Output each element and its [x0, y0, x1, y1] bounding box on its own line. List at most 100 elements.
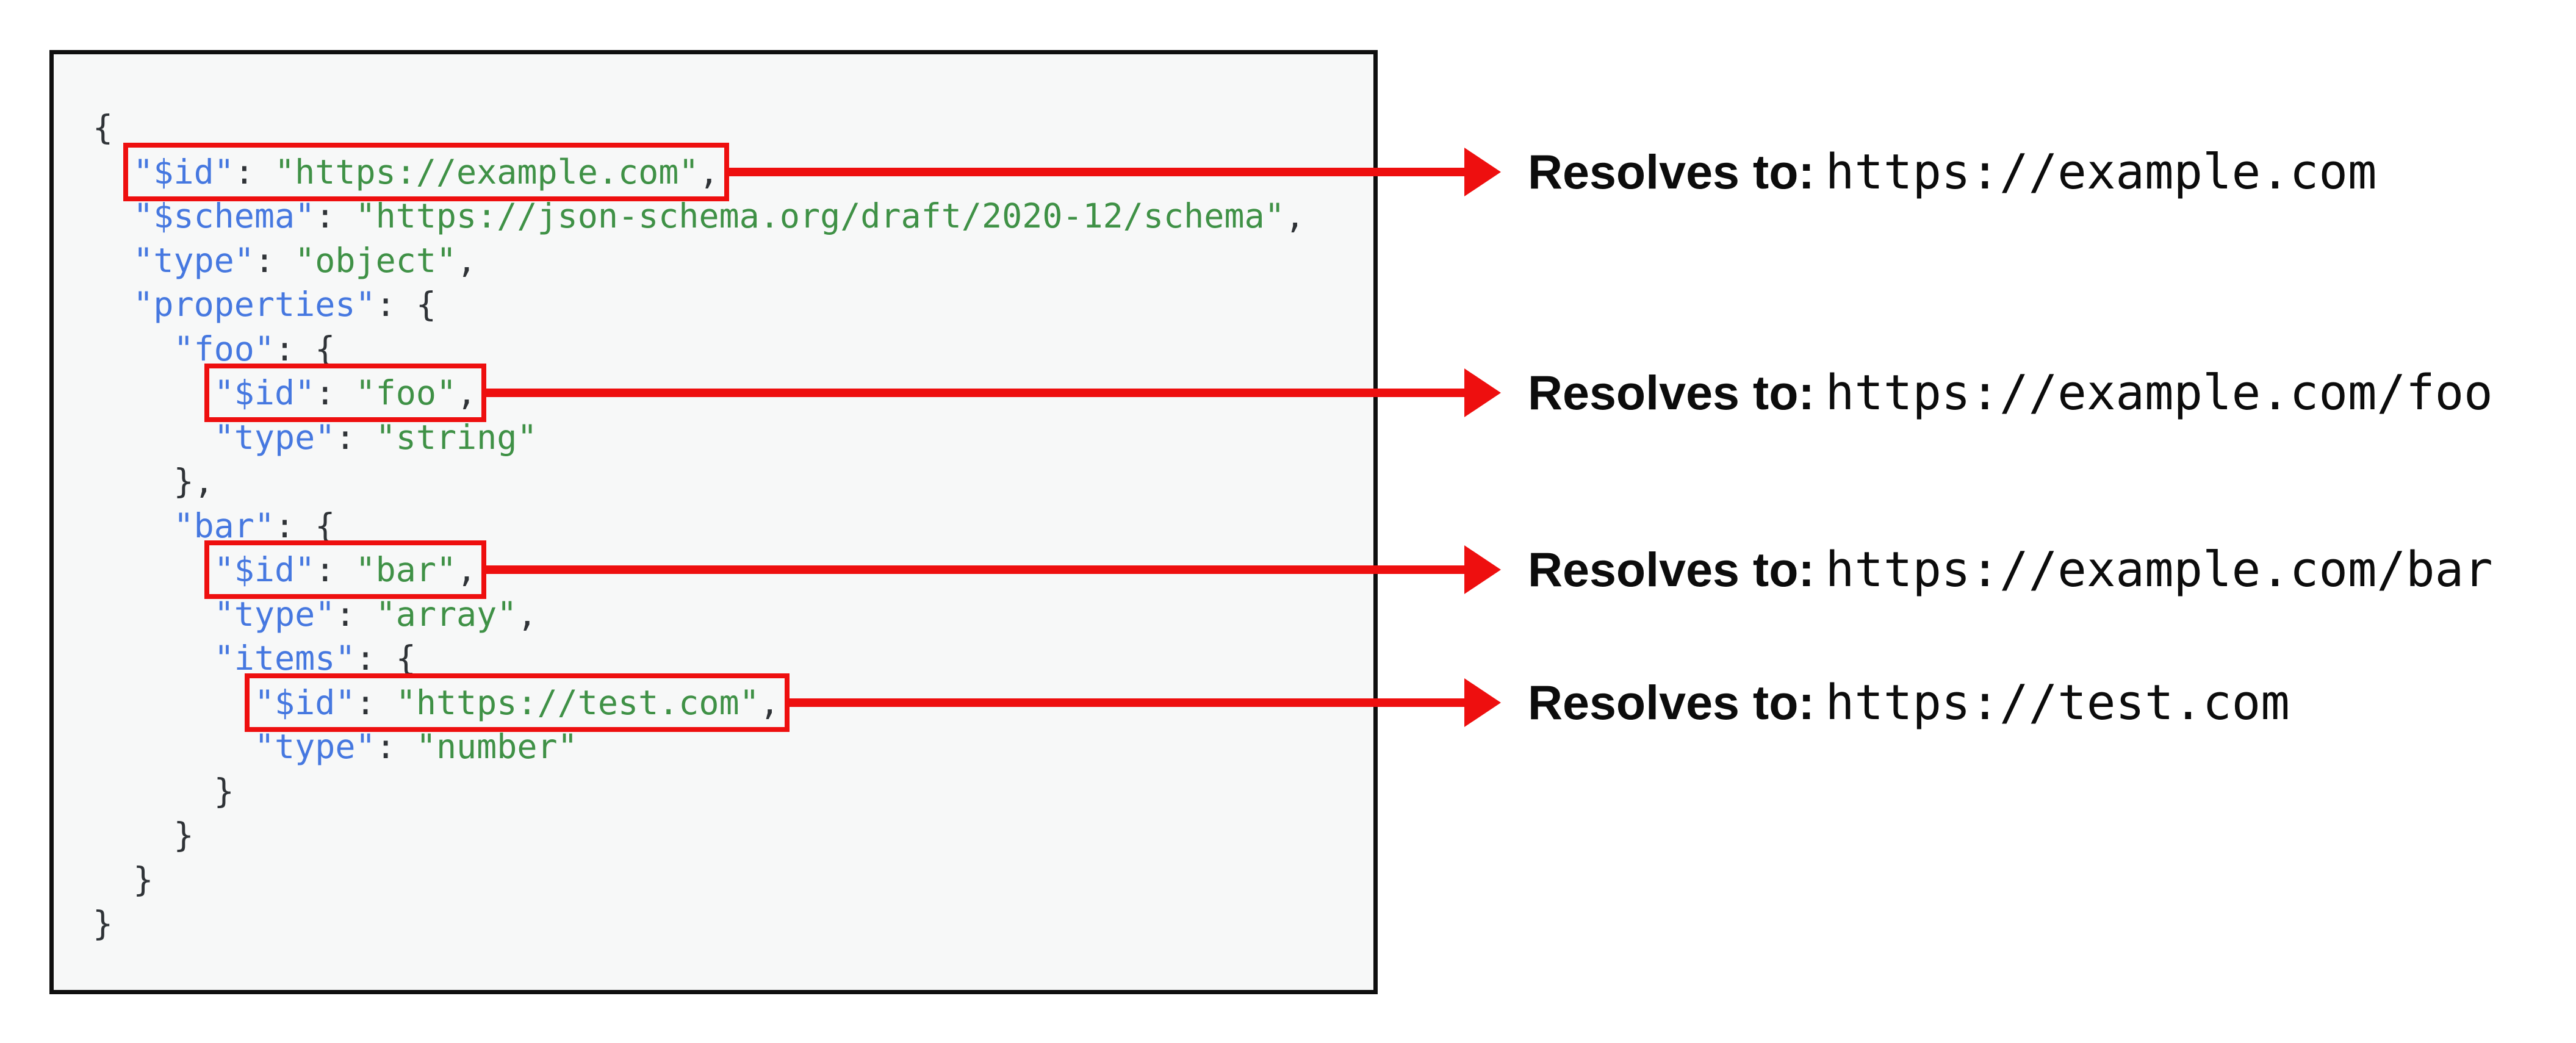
code-token: "properties" [133, 285, 376, 324]
code-line: "items": { [93, 636, 1373, 681]
code-line: "$schema": "https://json-schema.org/draf… [93, 194, 1373, 238]
code-line: "$id": "bar", [93, 540, 1373, 599]
code-token: , [456, 373, 477, 412]
code-token: "$id" [214, 550, 315, 589]
code-token: "number" [416, 727, 578, 766]
code-token [93, 595, 214, 634]
code-token: : [375, 727, 416, 766]
code-line: } [93, 858, 1373, 902]
code-line: "$id": "foo", [93, 364, 1373, 422]
code-token: "https://example.com" [275, 152, 699, 192]
code-token: : [315, 373, 356, 412]
code-token [93, 683, 254, 722]
code-token: : { [375, 285, 436, 324]
code-token [93, 285, 133, 324]
code-token [93, 373, 214, 412]
code-line: "$id": "https://example.com", [93, 142, 1373, 201]
code-line: } [93, 769, 1373, 814]
code-token: : [254, 240, 295, 280]
code-line: } [93, 813, 1373, 858]
resolved-url: https://example.com/foo [1825, 365, 2493, 421]
code-line: "type": "number" [93, 725, 1373, 769]
resolves-to-text: Resolves to: [1528, 144, 1815, 199]
code-token: "bar" [173, 506, 275, 545]
code-token: "$id" [133, 152, 234, 192]
code-token [93, 506, 173, 545]
code-token: } [93, 815, 194, 855]
code-line: "$id": "https://test.com", [93, 673, 1373, 732]
code-token [93, 418, 214, 457]
code-token: "$id" [254, 683, 356, 722]
code-token: "items" [214, 639, 356, 678]
code-token [93, 196, 133, 235]
code-token: "https://json-schema.org/draft/2020-12/s… [355, 196, 1285, 235]
code-token: "$schema" [133, 196, 315, 235]
code-line: { [93, 106, 1373, 150]
arrow-line [789, 698, 1464, 707]
id-highlight-box: "$id": "https://test.com", [244, 673, 790, 732]
code-token: "https://test.com" [395, 683, 760, 722]
arrow-line [729, 167, 1464, 176]
code-token: : [234, 152, 275, 192]
code-token: : [315, 196, 356, 235]
code-token [93, 329, 173, 368]
code-pre: { "$id": "https://example.com", "$schema… [54, 54, 1373, 946]
code-token: , [456, 550, 477, 589]
resolves-label-bar: Resolves to: https://example.com/bar [1528, 542, 2493, 598]
code-token [93, 241, 133, 280]
code-token: , [517, 594, 538, 634]
code-token: "foo" [173, 329, 275, 368]
code-token: } [93, 859, 154, 899]
resolves-to-text: Resolves to: [1528, 675, 1815, 729]
resolved-url: https://test.com [1825, 674, 2290, 731]
resolves-label-items: Resolves to: https://test.com [1528, 675, 2290, 731]
code-token [93, 639, 214, 678]
code-token: "$id" [214, 373, 315, 412]
code-token: , [699, 152, 719, 192]
code-token: : [335, 594, 376, 634]
code-token: "bar" [355, 550, 457, 589]
arrow-head-icon [1464, 147, 1501, 196]
code-token: } [93, 771, 234, 811]
id-highlight-box: "$id": "bar", [204, 540, 487, 599]
code-token: "type" [254, 727, 376, 766]
code-token: "type" [214, 417, 336, 457]
code-line: "type": "object", [93, 238, 1373, 283]
code-token: , [1284, 196, 1305, 235]
code-line: "foo": { [93, 327, 1373, 371]
code-token [93, 152, 133, 192]
resolved-url: https://example.com/bar [1825, 542, 2493, 598]
code-line: "bar": { [93, 504, 1373, 548]
code-token: : { [275, 329, 336, 368]
code-token: , [759, 683, 780, 722]
arrow-head-icon [1464, 678, 1501, 727]
code-token: "array" [375, 594, 517, 634]
code-token: : [355, 683, 396, 722]
resolves-to-text: Resolves to: [1528, 365, 1815, 420]
code-token: "type" [133, 240, 254, 280]
code-line: "type": "array", [93, 592, 1373, 637]
code-line: "type": "string" [93, 415, 1373, 460]
resolves-label-root: Resolves to: https://example.com [1528, 144, 2376, 200]
code-line: }, [93, 459, 1373, 504]
arrow-head-icon [1464, 545, 1501, 594]
resolves-label-foo: Resolves to: https://example.com/foo [1528, 365, 2493, 421]
code-token: , [456, 240, 477, 280]
code-token: : [315, 550, 356, 589]
code-token [93, 727, 254, 766]
code-token: : [335, 417, 376, 457]
code-line: } [93, 901, 1373, 946]
code-token: : { [275, 506, 336, 545]
code-token: "foo" [355, 373, 457, 412]
json-schema-code-block: { "$id": "https://example.com", "$schema… [49, 50, 1378, 994]
code-token: : { [355, 639, 416, 678]
code-token: } [93, 904, 113, 943]
resolves-to-text: Resolves to: [1528, 542, 1815, 597]
code-token: "type" [214, 594, 336, 634]
code-token: "object" [295, 240, 457, 280]
resolved-url: https://example.com [1825, 143, 2377, 200]
arrow-head-icon [1464, 368, 1501, 417]
id-highlight-box: "$id": "https://example.com", [123, 142, 729, 201]
code-token: { [93, 108, 113, 147]
